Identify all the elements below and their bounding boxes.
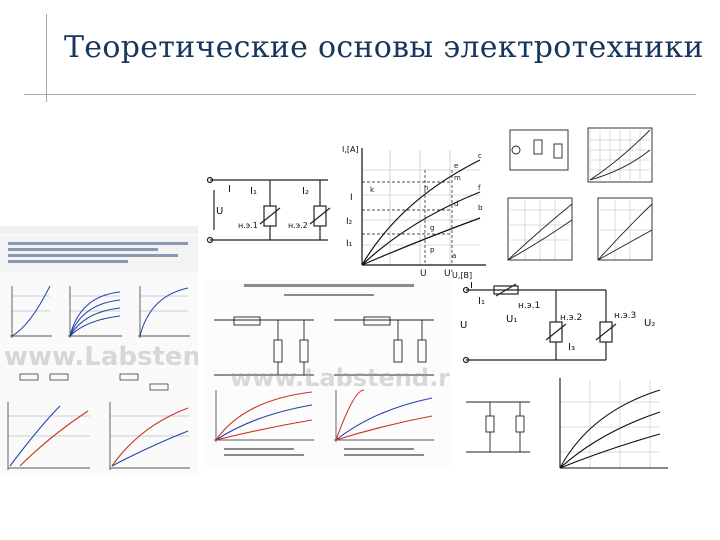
br-label-U2: U₂ bbox=[644, 318, 655, 329]
label-I2: I₂ bbox=[346, 217, 353, 227]
main-iv-graph: I,[A] U,[B] I I₂ I₁ U U' k n m e c d p a… bbox=[342, 145, 486, 280]
bottom-right-small-figures bbox=[466, 378, 668, 469]
point-g: g bbox=[430, 224, 434, 232]
point-n: n bbox=[424, 184, 428, 192]
element-1-label: н.э.1 bbox=[238, 221, 258, 230]
left-slide-graphics bbox=[0, 226, 198, 470]
title-underline bbox=[24, 94, 696, 95]
middle-slide-graphics bbox=[214, 284, 434, 456]
point-p: p bbox=[430, 246, 435, 254]
br-current-3: I₃ bbox=[568, 342, 575, 353]
br-element-3: н.э.3 bbox=[614, 311, 636, 321]
br-label-U1: U₁ bbox=[506, 314, 517, 325]
title-vertical-rule bbox=[46, 14, 47, 102]
current-total-label: I bbox=[228, 184, 231, 195]
point-a: a bbox=[452, 252, 456, 260]
br-label-U: U bbox=[460, 320, 467, 331]
point-f: f bbox=[478, 184, 481, 192]
br-element-1: н.э.1 bbox=[518, 301, 540, 311]
point-m: m bbox=[454, 174, 461, 182]
bottom-right-circuit: I I₁ н.э.1 U₁ н.э.2 н.э.3 U₂ U I₃ bbox=[460, 282, 655, 364]
slide-title: Теоретические основы электротехники bbox=[64, 30, 704, 65]
element-2-label: н.э.2 bbox=[288, 221, 308, 230]
label-U-prime: U' bbox=[444, 269, 453, 279]
point-k: k bbox=[370, 186, 375, 194]
label-U: U bbox=[420, 269, 427, 279]
left-labstend-slide: www.Labstend.ru bbox=[0, 226, 198, 476]
main-circuit-diagram: U I I₁ I₂ н.э.1 н.э.2 bbox=[206, 176, 331, 244]
axis-x-label: U,[B] bbox=[452, 271, 472, 280]
br-current-total: I bbox=[470, 282, 473, 291]
br-element-2: н.э.2 bbox=[560, 313, 582, 323]
source-label: U bbox=[216, 206, 223, 217]
label-I: I bbox=[350, 193, 353, 203]
label-I1: I₁ bbox=[346, 239, 353, 249]
point-b: b bbox=[478, 204, 483, 212]
current-2-label: I₂ bbox=[302, 186, 309, 197]
current-1-label: I₁ bbox=[250, 186, 257, 197]
point-e: e bbox=[454, 162, 458, 170]
watermark-left: www.Labstend.ru bbox=[4, 342, 198, 372]
top-right-figures bbox=[507, 127, 653, 261]
watermark-middle: www.Labstend.ru bbox=[230, 364, 450, 392]
middle-labstend-slide: www.Labstend.ru bbox=[204, 280, 450, 468]
axis-y-label: I,[A] bbox=[342, 145, 359, 154]
point-c: c bbox=[478, 152, 482, 160]
br-current-1: I₁ bbox=[478, 296, 485, 307]
point-d: d bbox=[454, 200, 458, 208]
